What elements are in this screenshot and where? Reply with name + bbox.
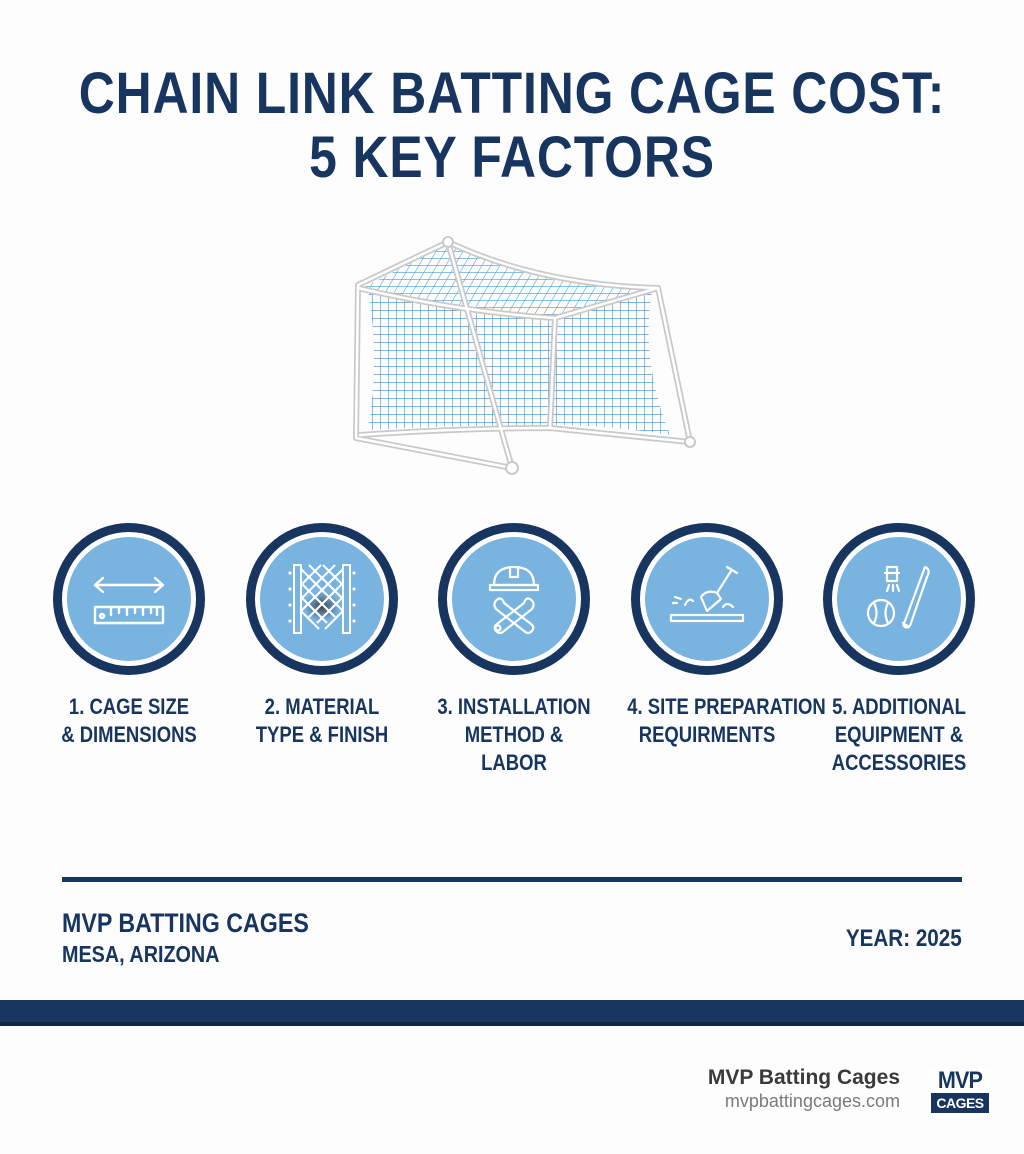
batting-cage-net-icon	[340, 230, 710, 480]
organization-name: MVP BATTING CAGES	[62, 908, 309, 938]
factor-badge	[631, 523, 783, 675]
year-label: YEAR: 2025	[846, 925, 962, 952]
page-title: CHAIN LINK BATTING CAGE COST: 5 KEY FACT…	[72, 62, 953, 190]
logo-mvp-text: MVP	[937, 1067, 983, 1094]
title-line-1: CHAIN LINK BATTING CAGE COST:	[78, 61, 946, 126]
hardhat-wrenches-icon	[488, 565, 540, 635]
ruler-dimensions-icon	[93, 576, 165, 625]
factor-badge	[438, 523, 590, 675]
factor-badge	[823, 523, 975, 675]
title-line-2: 5 KEY FACTORS	[309, 125, 715, 190]
factor-cage-size: 1. CAGE SIZE& DIMENSIONS	[34, 523, 224, 749]
factors-row: 1. CAGE SIZE& DIMENSIONS	[0, 523, 1024, 823]
factor-label: 1. CAGE SIZE& DIMENSIONS	[61, 694, 197, 747]
shovel-ground-icon	[669, 565, 745, 623]
footer-band	[0, 1000, 1024, 1026]
brand-block: MVP Batting Cages mvpbattingcages.com	[708, 1066, 900, 1112]
chain-link-fence-icon	[288, 564, 356, 634]
ball-bat-equipment-icon	[866, 565, 930, 629]
factor-badge	[53, 523, 205, 675]
organization-location: MESA, ARIZONA	[62, 941, 220, 967]
brand-logo: MVP CAGES	[931, 1069, 989, 1115]
logo-cages-text: CAGES	[931, 1093, 989, 1113]
divider-rule	[62, 877, 962, 882]
organization-block: MVP BATTING CAGES MESA, ARIZONA	[62, 907, 309, 969]
brand-name: MVP Batting Cages	[707, 1066, 900, 1089]
factor-badge	[246, 523, 398, 675]
brand-url[interactable]: mvpbattingcages.com	[724, 1091, 900, 1111]
